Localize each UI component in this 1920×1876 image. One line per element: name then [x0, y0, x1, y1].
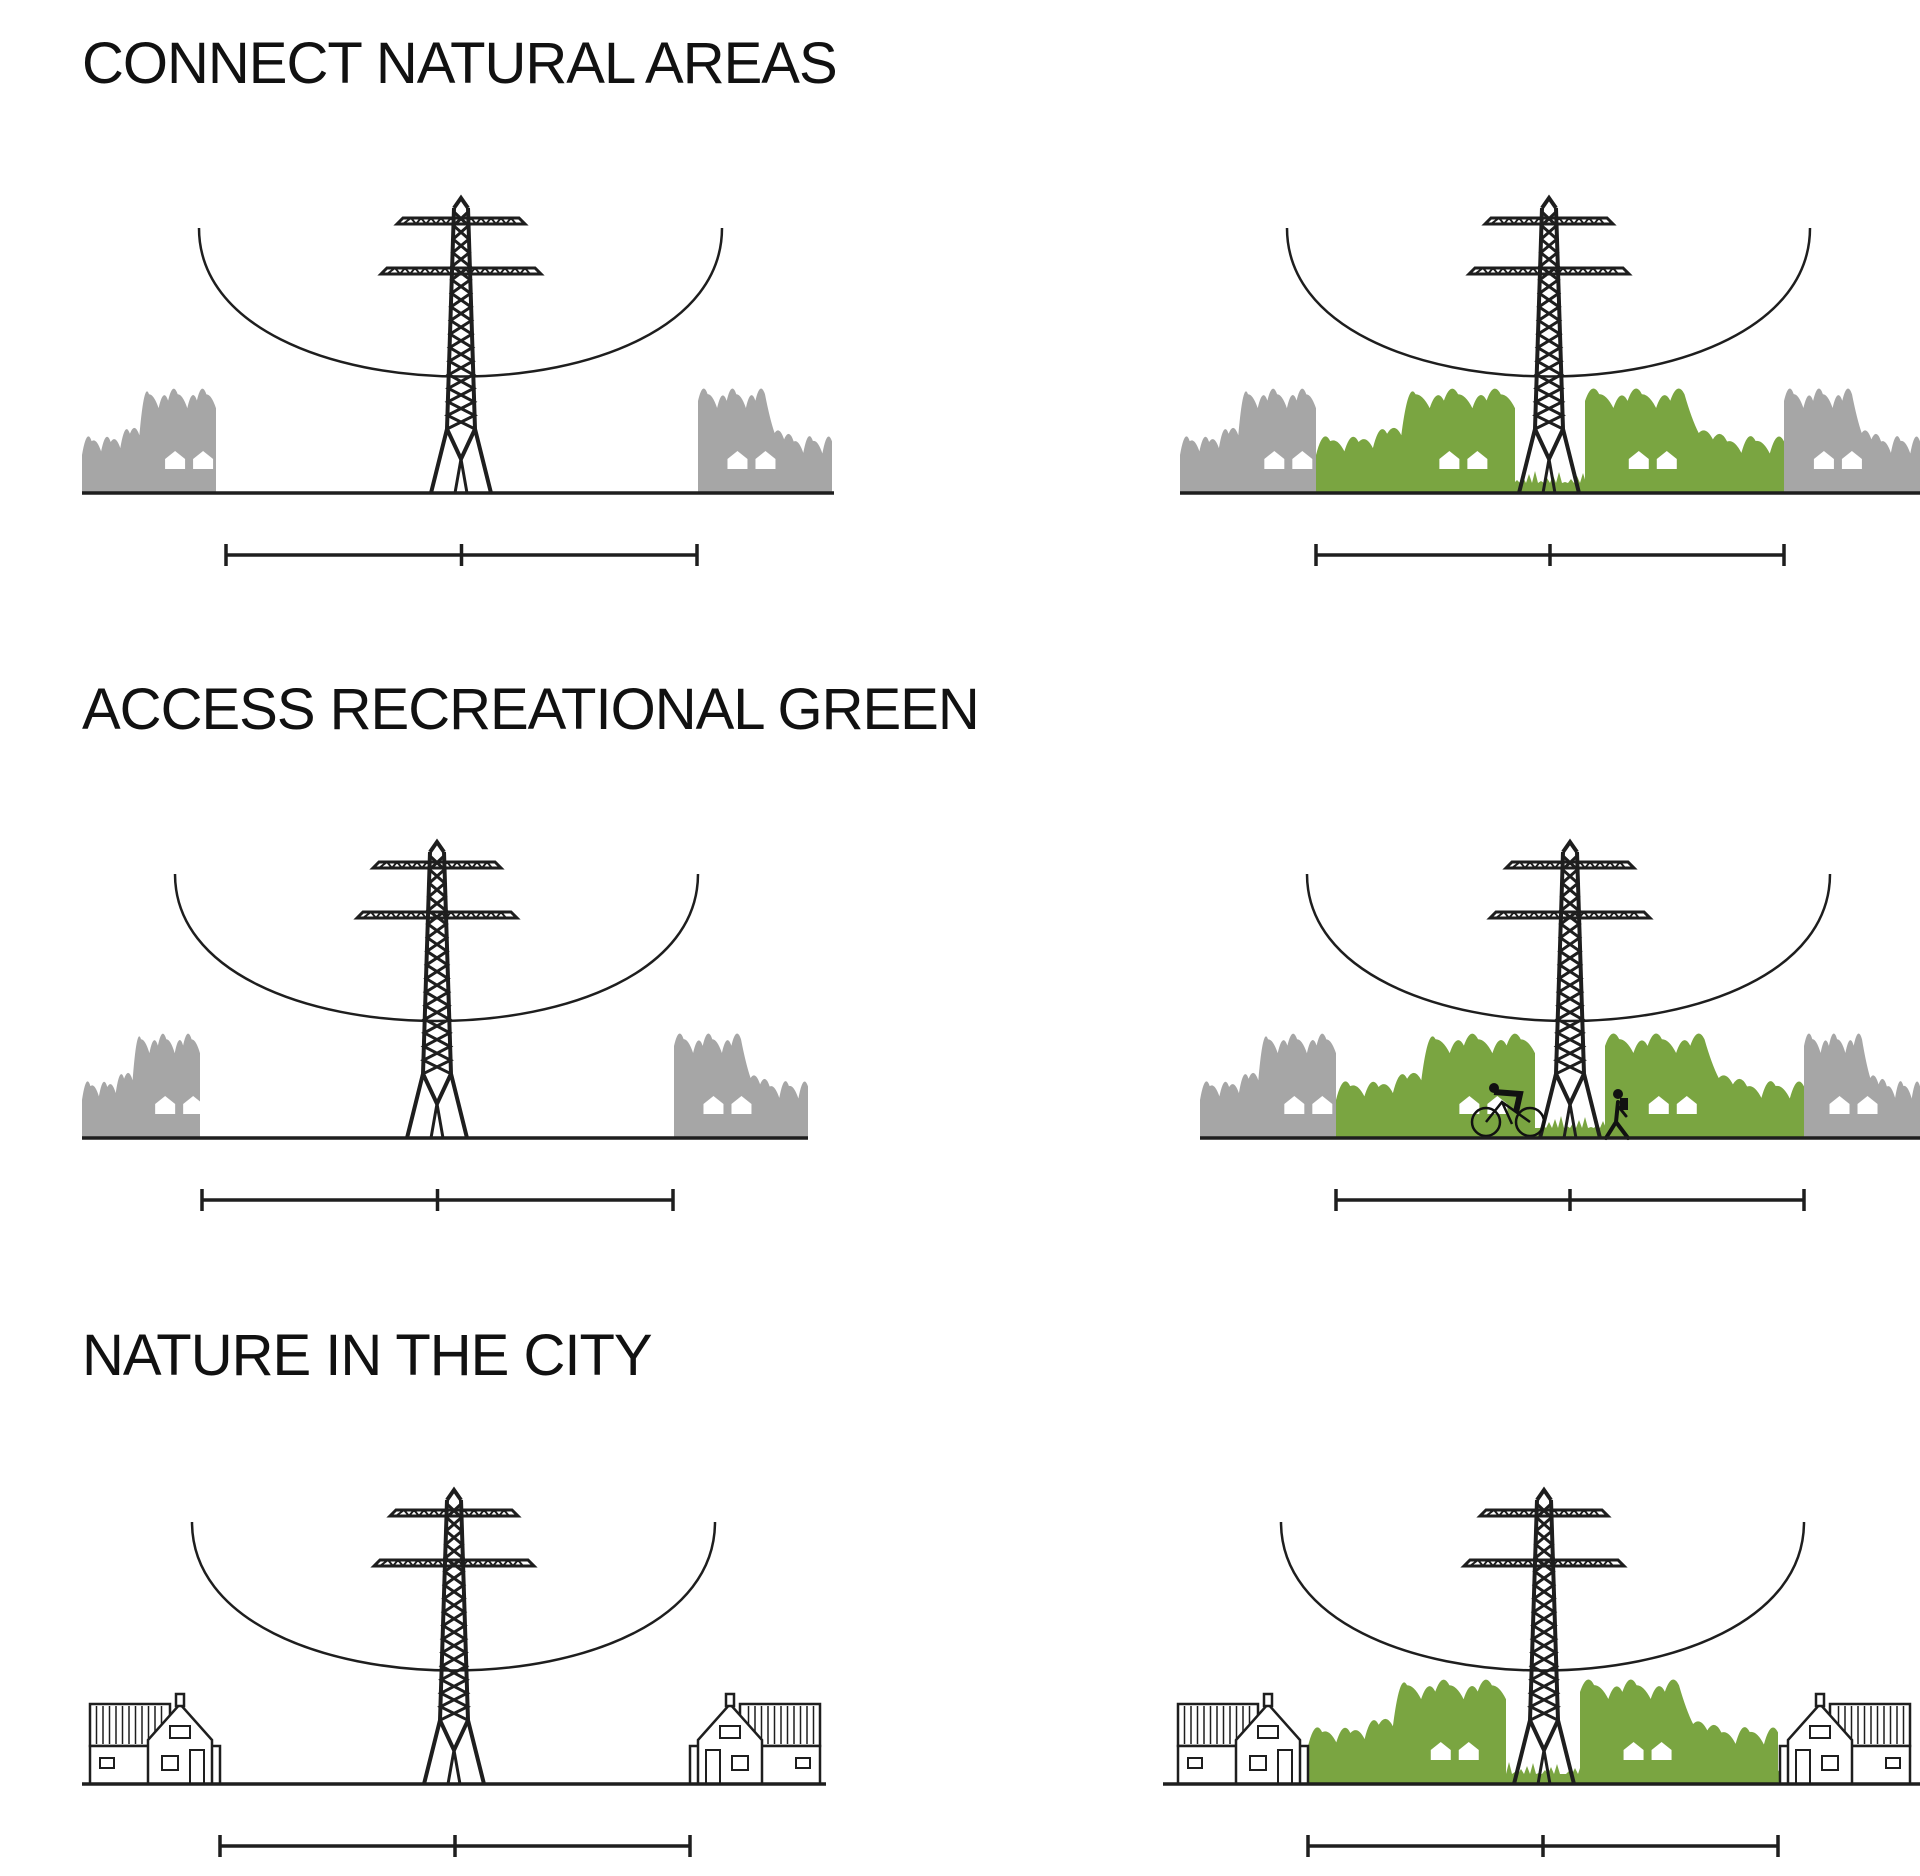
pylon-icon [370, 1486, 538, 1785]
right-section-diagram-3 [1163, 1486, 1920, 1857]
right-section-diagram-2 [1200, 838, 1920, 1211]
green-forest-left [1308, 1679, 1506, 1784]
section-title-connect-natural-areas: CONNECT NATURAL AREAS [82, 31, 838, 96]
scale-bar [1314, 544, 1786, 566]
section-title-nature-in-the-city: NATURE IN THE CITY [82, 1323, 653, 1388]
gray-forest-left [1180, 388, 1316, 493]
section-title-access-recreational-green: ACCESS RECREATIONAL GREEN [82, 677, 980, 742]
green-forest-left [1316, 388, 1515, 493]
scale-bar [1306, 1835, 1780, 1857]
pylon-icon [1465, 194, 1633, 494]
scale-bar [1334, 1189, 1806, 1211]
scale-bar [200, 1189, 675, 1211]
power-cable [1305, 873, 1832, 1023]
left-section-diagram-2 [82, 838, 808, 1211]
green-forest-right [1605, 1033, 1804, 1138]
pylon-icon [1486, 838, 1654, 1139]
power-cable [190, 1521, 717, 1672]
gray-forest-left [1200, 1033, 1336, 1138]
house-icon [688, 1692, 822, 1786]
gray-forest-right [698, 388, 832, 493]
gray-forest-left [82, 1033, 204, 1138]
green-forest-right [1585, 388, 1784, 493]
house-icon [1176, 1692, 1310, 1786]
green-forest-left [1336, 1033, 1535, 1138]
scale-bar [224, 544, 699, 566]
house-icon [1778, 1692, 1912, 1786]
gray-forest-right [674, 1033, 808, 1138]
pedestrian-icon [1604, 1089, 1630, 1140]
right-section-diagram-1 [1180, 194, 1920, 566]
gray-forest-right [1784, 388, 1920, 493]
left-section-diagram-3 [82, 1486, 826, 1857]
pylon-icon [1460, 1486, 1628, 1785]
green-forest-right [1580, 1679, 1778, 1784]
gray-forest-right [1804, 1033, 1920, 1138]
pylon-icon [377, 194, 545, 494]
power-cable [197, 227, 724, 378]
power-cable [1285, 227, 1812, 378]
house-icon [88, 1692, 222, 1786]
left-section-diagram-1 [82, 194, 834, 566]
power-cable [173, 873, 700, 1023]
pylon-icon [353, 838, 521, 1139]
gray-forest-left [82, 388, 216, 493]
cyclist-icon [1470, 1083, 1546, 1138]
scale-bar [218, 1835, 692, 1857]
